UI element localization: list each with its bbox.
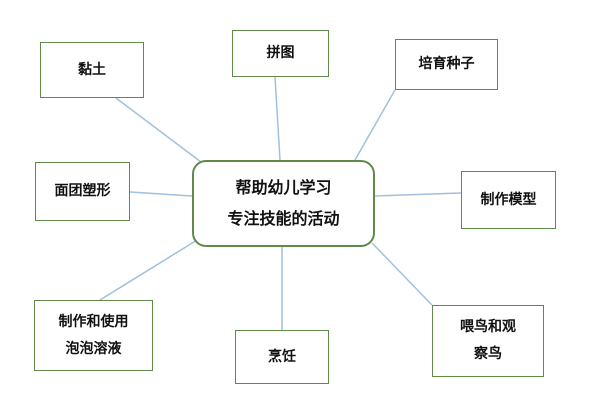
central-topic: 帮助幼儿学习 专注技能的活动: [192, 160, 375, 247]
node-birds-line-1: 喂鸟和观: [460, 319, 516, 336]
connector-puzzle: [274, 76, 281, 161]
node-cooking-label: 烹饪: [268, 348, 296, 365]
central-topic-line-2: 专注技能的活动: [227, 208, 340, 228]
connector-bubbles: [99, 231, 211, 301]
node-dough-label: 面团塑形: [54, 183, 111, 200]
node-clay-label: 黏土: [78, 61, 106, 78]
central-topic-line-1: 帮助幼儿学习: [235, 178, 332, 198]
node-bubbles: 制作和使用 泡泡溶液: [34, 300, 153, 371]
connector-model: [374, 192, 462, 197]
connector-dough: [129, 191, 193, 197]
node-model-label: 制作模型: [480, 191, 537, 208]
connector-clay: [115, 97, 206, 166]
node-clay: 黏土: [40, 42, 144, 98]
node-dough: 面团塑形: [35, 162, 130, 221]
node-seeds-label: 培育种子: [418, 56, 475, 73]
node-birds-line-2: 察鸟: [474, 346, 502, 362]
connector-seeds: [354, 89, 396, 161]
node-model: 制作模型: [461, 171, 556, 229]
node-birds: 喂鸟和观 察鸟: [432, 305, 544, 377]
connector-birds: [371, 242, 433, 306]
node-puzzle-label: 拼图: [266, 45, 295, 62]
node-seeds: 培育种子: [395, 39, 498, 90]
node-bubbles-line-2: 泡泡溶液: [65, 340, 122, 357]
node-bubbles-line-1: 制作和使用: [58, 313, 129, 330]
node-puzzle: 拼图: [232, 30, 329, 77]
node-cooking: 烹饪: [235, 330, 329, 384]
